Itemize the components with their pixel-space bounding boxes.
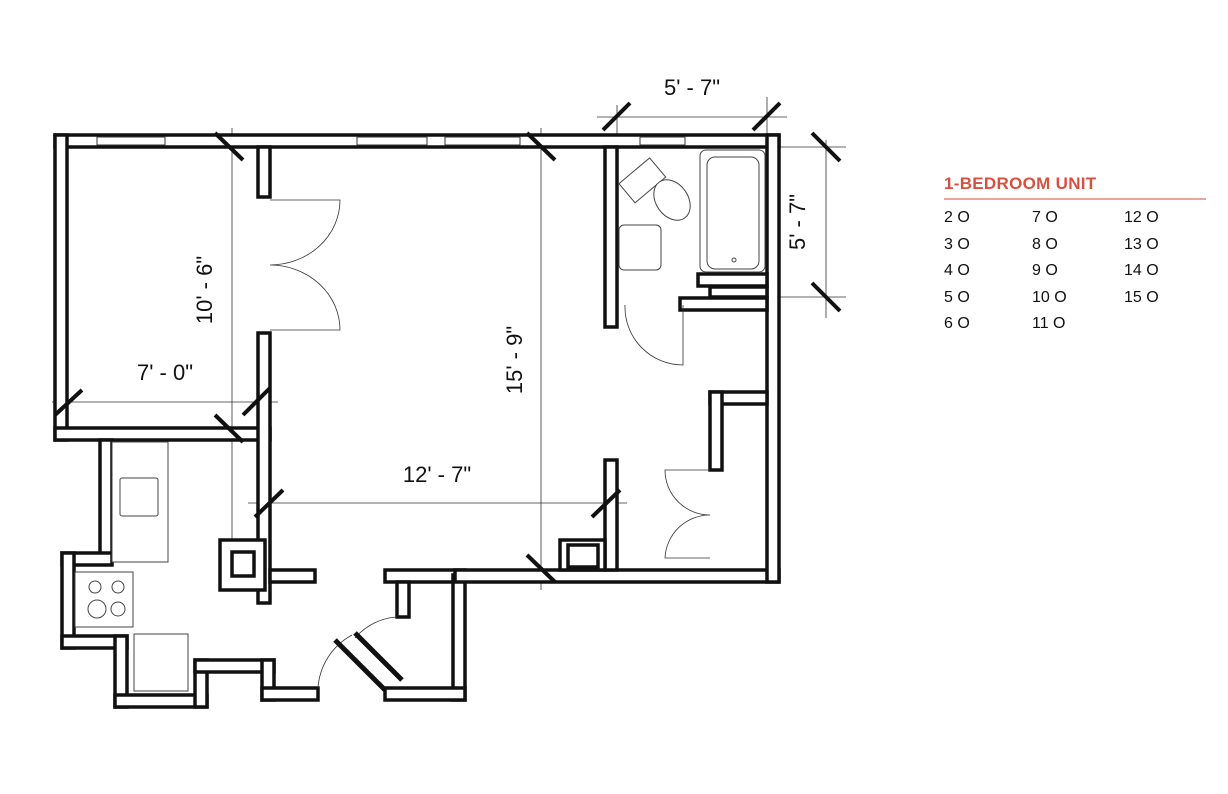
legend-unit-item: 5 O — [944, 288, 970, 306]
fixtures — [74, 149, 766, 692]
legend-units: 2 O 3 O 4 O 5 O 6 O 7 O 8 O 9 O 10 O 11 O 12 O 13 O… — [944, 209, 1206, 342]
dim-living-height: 15' - 9" — [502, 326, 527, 394]
unit-legend: 1-BEDROOM UNIT 2 O 3 O 4 O 5 O 6 O 7 O 8 O 9 O 1… — [944, 174, 1206, 342]
legend-unit-item: 8 O — [1032, 235, 1058, 253]
legend-unit-item: 3 O — [944, 235, 970, 253]
legend-unit-item: 13 O — [1124, 235, 1159, 253]
stove — [74, 571, 134, 628]
legend-unit-item: 10 O — [1032, 288, 1067, 306]
walls — [53, 133, 781, 709]
toilet-tank — [618, 157, 667, 204]
legend-unit-item: 7 O — [1032, 209, 1058, 226]
refrigerator — [133, 633, 189, 692]
dim-bath-height: 5' - 7" — [785, 194, 810, 250]
bath-sink — [618, 224, 662, 271]
legend-unit-item: 2 O — [944, 209, 970, 226]
legend-unit-item: 11 O — [1032, 315, 1066, 332]
legend-unit-item: 9 O — [1032, 262, 1058, 279]
windows — [96, 136, 686, 146]
legend-unit-item: 4 O — [944, 262, 970, 279]
dim-living-width: 12' - 7" — [403, 462, 471, 487]
legend-unit-item: 6 O — [944, 315, 970, 332]
legend-title: 1-BEDROOM UNIT — [944, 174, 1206, 200]
dim-top-width: 5' - 7" — [664, 75, 720, 100]
doors — [269, 199, 711, 692]
dimension-lines — [52, 97, 846, 590]
legend-unit-item: 14 O — [1124, 262, 1159, 279]
legend-unit-item: 12 O — [1124, 209, 1159, 226]
toilet-bowl — [653, 179, 691, 221]
kitchen-sink — [119, 477, 159, 517]
dim-bedroom-height: 10' - 6" — [192, 256, 217, 324]
dim-bedroom-width: 7' - 0" — [137, 360, 193, 385]
legend-unit-item: 15 O — [1124, 288, 1159, 306]
dimension-ticks — [53, 101, 842, 584]
